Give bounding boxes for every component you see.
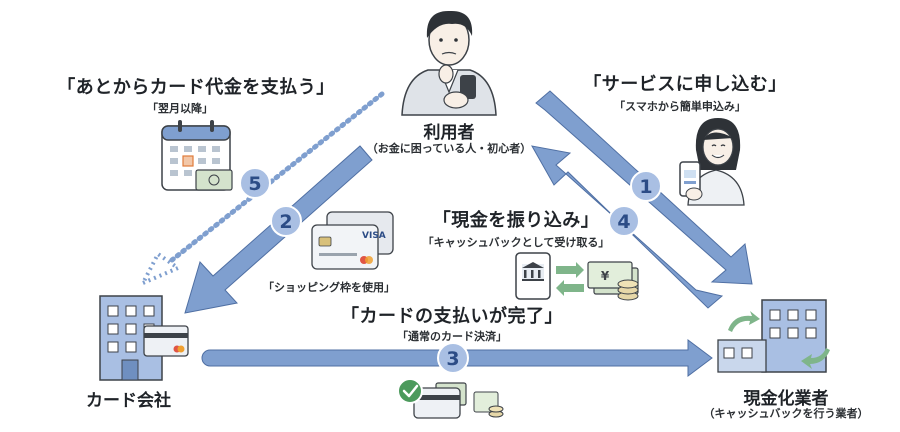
arrow-step-4 xyxy=(531,145,724,309)
step-1-title: 「サービスに申し込む」 xyxy=(583,74,787,95)
card-company-building-icon xyxy=(99,295,189,381)
card-brand-label: VISA xyxy=(362,231,386,241)
cash-company-label: 現金化業者 xyxy=(743,389,829,409)
step-number-1: 1 xyxy=(639,176,652,198)
step-badge-4: 4 xyxy=(608,205,640,237)
payment-complete-icon xyxy=(397,378,504,419)
user-node-sublabel: （お金に困っている人・初心者） xyxy=(366,142,532,155)
step-4-subtitle: 「キャッシュバックとして受け取る」 xyxy=(422,236,610,249)
arrow-step-5 xyxy=(138,91,385,288)
step-number-5: 5 xyxy=(248,173,261,195)
step-badge-5: 5 xyxy=(239,167,271,199)
step-1-subtitle: 「スマホから簡単申込み」 xyxy=(614,100,746,113)
step-5-title: 「あとからカード代金を支払う」 xyxy=(57,77,335,98)
step-5-subtitle: 「翌月以降」 xyxy=(147,102,213,115)
step-4-title: 「現金を振り込み」 xyxy=(432,210,600,231)
bank-transfer-icon xyxy=(515,252,584,300)
step-number-2: 2 xyxy=(279,211,292,233)
woman-phone-icon xyxy=(679,118,745,206)
step-2-subtitle: 「ショッピング枠を使用」 xyxy=(263,281,395,294)
step-number-4: 4 xyxy=(617,211,630,233)
step-number-3: 3 xyxy=(446,348,459,370)
step-3-title: 「カードの支払いが完了」 xyxy=(341,306,563,327)
calendar-icon xyxy=(161,120,233,191)
credit-cards-icon xyxy=(311,211,394,270)
user-person-icon xyxy=(401,10,497,116)
yen-symbol: ¥ xyxy=(601,269,610,283)
step-badge-2: 2 xyxy=(270,205,302,237)
card-company-label: カード会社 xyxy=(86,391,171,411)
step-3-subtitle: 「通常のカード決済」 xyxy=(397,330,507,343)
step-badge-1: 1 xyxy=(630,170,662,202)
cash-company-sublabel: （キャッシュバックを行う業者） xyxy=(703,407,869,420)
cash-bills-icon xyxy=(587,261,639,301)
step-badge-3: 3 xyxy=(437,342,469,374)
cash-company-building-icon xyxy=(717,299,830,373)
user-node-label: 利用者 xyxy=(423,123,475,143)
